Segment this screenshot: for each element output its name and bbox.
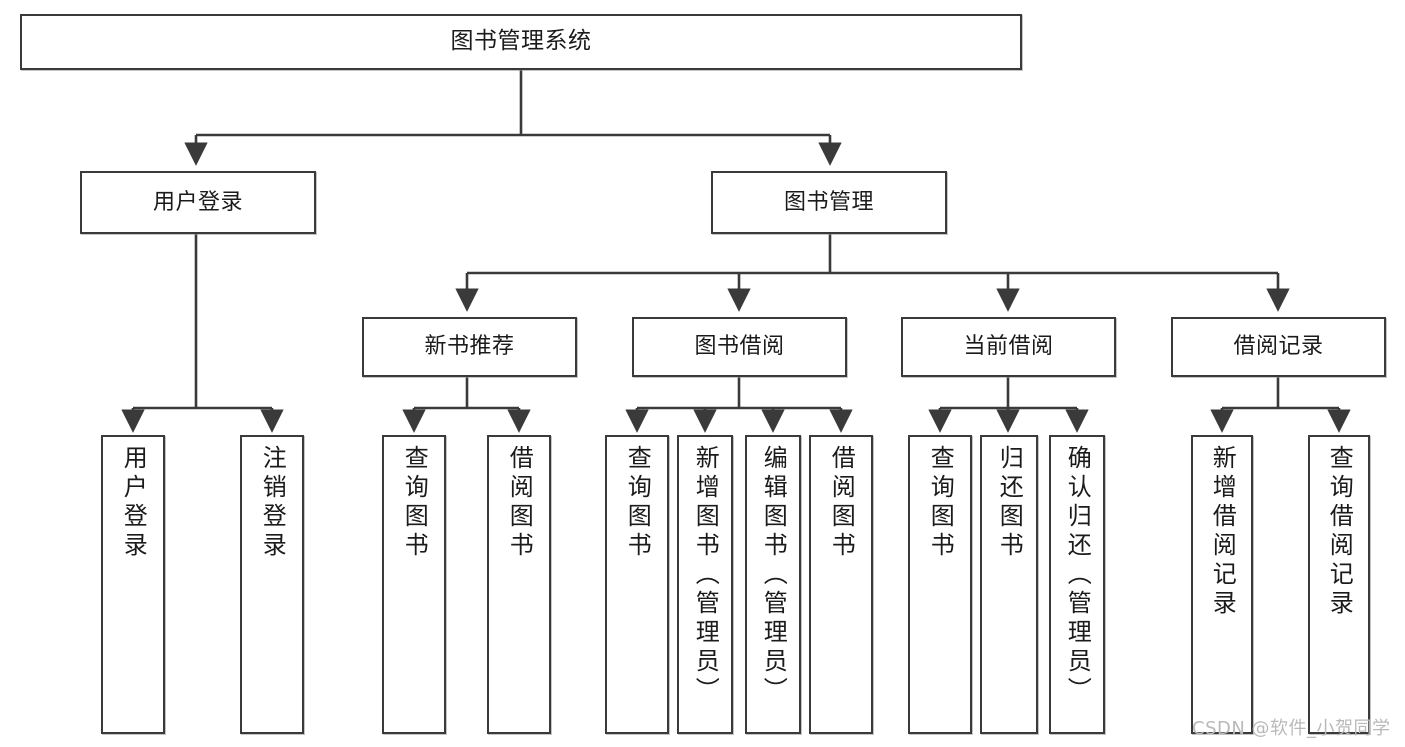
- node-label: 借阅图书: [827, 445, 856, 561]
- csdn-watermark: CSDN @软件_小贺同学: [1192, 718, 1391, 739]
- node-label: 图书借阅: [694, 334, 785, 360]
- node-label: 注销登录: [258, 445, 287, 561]
- leaf-query-book-current[interactable]: 查询图书: [908, 435, 972, 734]
- node-label: 用户登录: [119, 445, 148, 561]
- node-label: 图书管理: [783, 189, 874, 215]
- leaf-edit-book-admin[interactable]: 编辑图书（管理员）: [745, 435, 801, 734]
- node-root-system[interactable]: 图书管理系统: [20, 14, 1022, 70]
- node-label: 确认归还（管理员）: [1063, 445, 1092, 706]
- node-current-borrow[interactable]: 当前借阅: [901, 317, 1116, 377]
- leaf-user-logout[interactable]: 注销登录: [240, 435, 304, 734]
- node-label: 查询图书: [926, 445, 955, 561]
- leaf-query-borrow-record[interactable]: 查询借阅记录: [1308, 435, 1370, 734]
- leaf-add-borrow-record[interactable]: 新增借阅记录: [1191, 435, 1253, 734]
- leaf-query-book-borrow[interactable]: 查询图书: [605, 435, 669, 734]
- leaf-confirm-return-admin[interactable]: 确认归还（管理员）: [1049, 435, 1105, 734]
- node-book-borrow[interactable]: 图书借阅: [632, 317, 847, 377]
- node-label: 查询图书: [623, 445, 652, 561]
- leaf-borrow-book[interactable]: 借阅图书: [809, 435, 873, 734]
- leaf-query-book-recommend[interactable]: 查询图书: [382, 435, 446, 734]
- node-label: 新增图书（管理员）: [691, 445, 720, 706]
- node-label: 编辑图书（管理员）: [759, 445, 788, 706]
- node-user-login[interactable]: 用户登录: [80, 171, 316, 234]
- node-label: 当前借阅: [963, 334, 1054, 360]
- node-label: 查询借阅记录: [1325, 445, 1354, 619]
- node-label: 查询图书: [400, 445, 429, 561]
- node-label: 新增借阅记录: [1208, 445, 1237, 619]
- leaf-user-login[interactable]: 用户登录: [101, 435, 165, 734]
- node-book-manage[interactable]: 图书管理: [711, 171, 947, 234]
- node-label: 归还图书: [995, 445, 1024, 561]
- node-new-book-recommend[interactable]: 新书推荐: [362, 317, 577, 377]
- leaf-borrow-book-recommend[interactable]: 借阅图书: [487, 435, 551, 734]
- leaf-add-book-admin[interactable]: 新增图书（管理员）: [677, 435, 733, 734]
- node-label: 用户登录: [152, 189, 243, 215]
- node-label: 新书推荐: [424, 334, 515, 360]
- node-label: 借阅图书: [505, 445, 534, 561]
- node-label: 借阅记录: [1233, 334, 1324, 360]
- leaf-return-book[interactable]: 归还图书: [980, 435, 1038, 734]
- node-label: 图书管理系统: [450, 28, 592, 55]
- node-borrow-record[interactable]: 借阅记录: [1171, 317, 1386, 377]
